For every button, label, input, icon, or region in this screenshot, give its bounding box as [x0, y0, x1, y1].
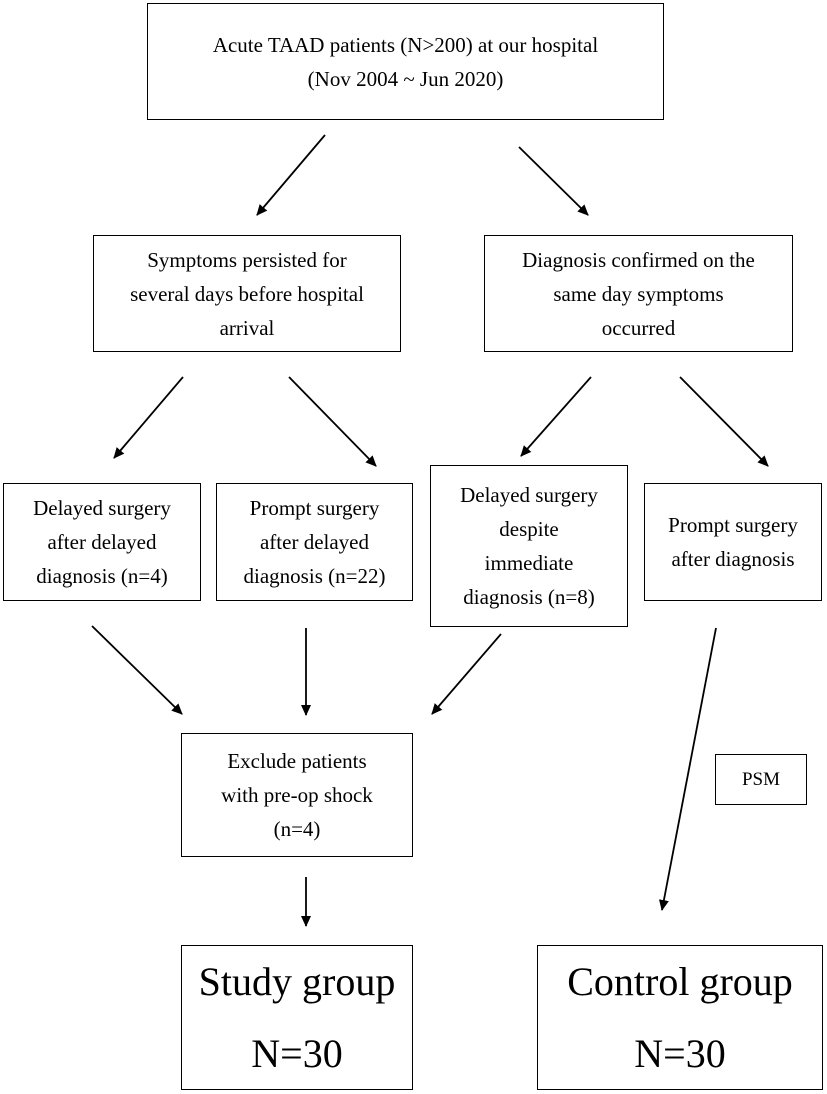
- node-study-group-count: N=30: [251, 1030, 343, 1076]
- node-symptoms-persisted: Symptoms persisted for several days befo…: [93, 235, 401, 352]
- node-source-line-2: (Nov 2004 ~ Jun 2020): [307, 66, 504, 91]
- node-prompt-after-delayed-line-3: diagnosis (n=22): [243, 564, 386, 588]
- arrow-symptoms-to-delayed-after-delayed: [113, 376, 184, 459]
- node-control-group-title: Control group: [567, 958, 793, 1004]
- node-prompt-after-diagnosis-line-2: after diagnosis: [671, 547, 795, 571]
- arrow-delayed-after-delayed-to-exclude: [91, 625, 183, 715]
- node-symptoms-persisted-line-1: Symptoms persisted for: [147, 247, 347, 272]
- node-source: Acute TAAD patients (N>200) at our hospi…: [147, 3, 664, 120]
- arrow-same-day-to-delayed-despite-immediate: [520, 376, 592, 457]
- arrow-delayed-despite-to-exclude: [431, 633, 502, 715]
- node-delayed-despite-immediate-line-2: despite: [499, 517, 559, 541]
- node-control-group-count: N=30: [634, 1030, 726, 1076]
- arrow-source-to-symptoms-persisted: [256, 134, 326, 216]
- node-delayed-after-delayed-line-2: after delayed: [47, 530, 157, 554]
- node-same-day-diagnosis-line-3: occurred: [601, 315, 676, 340]
- node-exclude-shock-line-3: (n=4): [273, 817, 321, 841]
- arrow-prompt-after-diagnosis-to-control-group: [658, 627, 717, 911]
- node-same-day-diagnosis-line-1: Diagnosis confirmed on the: [522, 247, 755, 272]
- node-prompt-after-diagnosis: Prompt surgery after diagnosis: [644, 483, 822, 601]
- node-study-group-title: Study group: [198, 958, 396, 1004]
- node-prompt-after-delayed-line-2: after delayed: [259, 530, 369, 554]
- node-prompt-after-diagnosis-line-1: Prompt surgery: [668, 513, 798, 537]
- node-exclude-shock: Exclude patients with pre-op shock (n=4): [181, 733, 413, 857]
- node-same-day-diagnosis: Diagnosis confirmed on the same day symp…: [484, 235, 793, 352]
- node-delayed-despite-immediate-line-4: diagnosis (n=8): [463, 585, 595, 609]
- node-prompt-after-delayed: Prompt surgery after delayed diagnosis (…: [216, 483, 413, 601]
- arrow-symptoms-to-prompt-after-delayed: [288, 376, 377, 467]
- arrow-same-day-to-prompt-after-diagnosis: [679, 376, 769, 467]
- node-symptoms-persisted-line-3: arrival: [219, 315, 275, 340]
- node-exclude-shock-line-1: Exclude patients: [227, 749, 367, 773]
- node-delayed-despite-immediate-line-3: immediate: [484, 551, 574, 575]
- node-delayed-after-delayed-line-1: Delayed surgery: [33, 496, 171, 520]
- node-symptoms-persisted-line-2: several days before hospital: [130, 281, 364, 306]
- arrow-source-to-same-day-diagnosis: [518, 146, 589, 216]
- node-source-line-1: Acute TAAD patients (N>200) at our hospi…: [212, 32, 599, 57]
- node-psm: PSM: [715, 754, 807, 805]
- node-study-group: Study group N=30: [181, 945, 413, 1090]
- node-control-group: Control group N=30: [537, 945, 823, 1090]
- node-delayed-despite-immediate-line-1: Delayed surgery: [460, 483, 598, 507]
- node-delayed-after-delayed-line-3: diagnosis (n=4): [36, 564, 168, 588]
- node-delayed-after-delayed: Delayed surgery after delayed diagnosis …: [3, 483, 201, 601]
- node-prompt-after-delayed-line-1: Prompt surgery: [249, 496, 380, 520]
- node-same-day-diagnosis-line-2: same day symptoms: [553, 281, 724, 306]
- node-delayed-despite-immediate: Delayed surgery despite immediate diagno…: [430, 465, 628, 627]
- node-exclude-shock-line-2: with pre-op shock: [221, 783, 373, 807]
- node-psm-label: PSM: [741, 768, 781, 790]
